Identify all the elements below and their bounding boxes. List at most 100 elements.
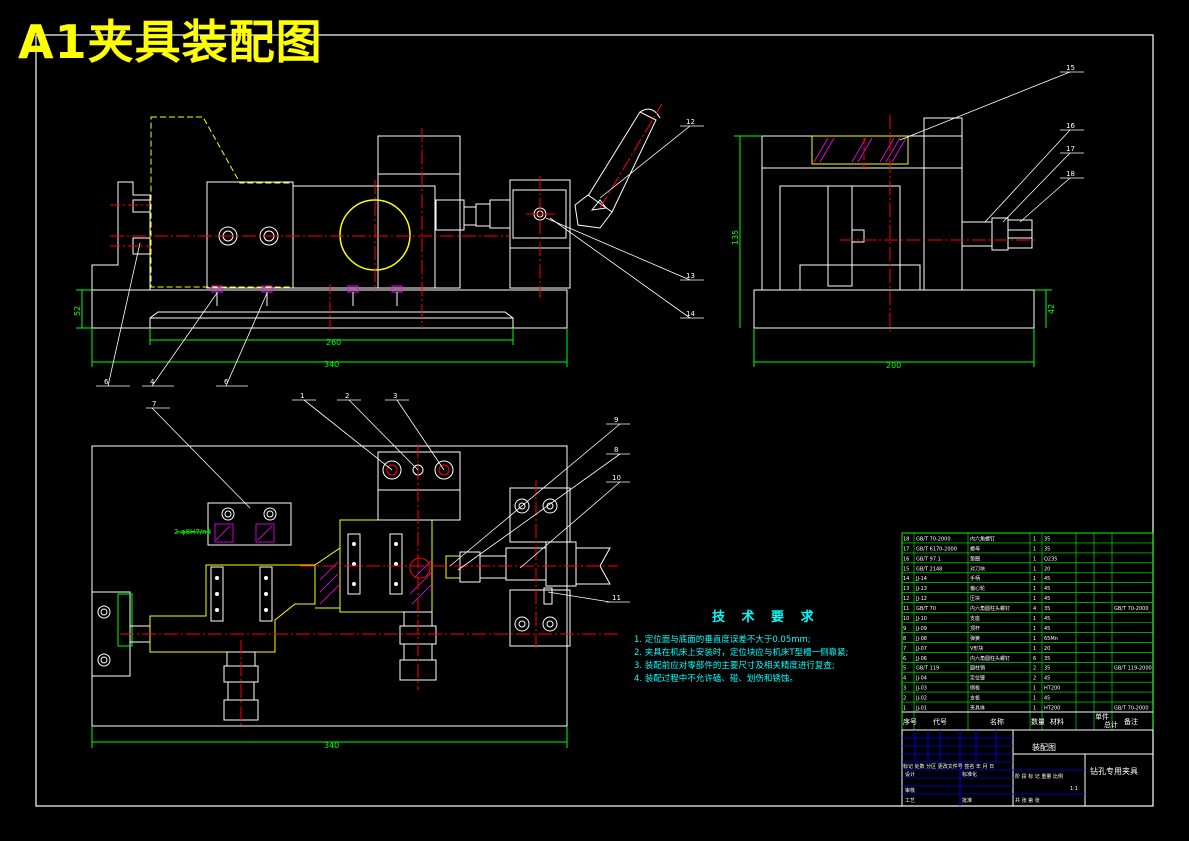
bom-cell-mat: 35 [1044, 606, 1050, 612]
bom-cell-qty: 1 [1033, 696, 1036, 702]
tb-labels-row: 标记 处数 分区 更改文件号 签名 年 月 日 [903, 763, 994, 770]
bom-cell-note: GB/T 70-2000 [1114, 606, 1149, 612]
bom-cell-mat: 20 [1044, 566, 1050, 572]
technical-requirements-list: 1. 定位面与底面的垂直度误差不大于0.05mm; 2. 夹具在机床上安装时，定… [634, 634, 848, 686]
bom-cell-mat: 45 [1044, 616, 1050, 622]
bom-cell-no: 15 [903, 566, 909, 572]
bom-cell-name: 支板 [970, 695, 980, 702]
top-view: 340 2-φ8H7/n6 [91, 444, 618, 750]
bom-cell-no: 1 [903, 706, 906, 712]
balloon-7: 7 [152, 400, 156, 408]
bom-cell-name: 偏心轮 [970, 585, 985, 592]
bom-cell-name: 压块 [970, 595, 980, 602]
bom-cell-mat: 45 [1044, 596, 1050, 602]
tb-stage: 阶 段 标 记 重量 比例 [1015, 773, 1063, 780]
bom-cell-code: JJ-08 [915, 636, 927, 642]
bom-cell-name: 对刀块 [970, 565, 985, 572]
bom-cell-code: GB/T 6170-2000 [916, 546, 957, 552]
dim-side-42: 42 [1047, 304, 1056, 314]
bom-cell-no: 5 [903, 666, 906, 672]
balloon-6a: 6 [104, 378, 109, 386]
bom-cell-code: JJ-06 [915, 656, 927, 662]
bom-cell-no: 12 [903, 596, 909, 602]
bom-cell-qty: 1 [1033, 586, 1036, 592]
bom-header-name: 名称 [990, 717, 1004, 726]
bom-cell-no: 16 [903, 556, 909, 562]
dim-top-340: 340 [324, 741, 339, 750]
bom-cell-note: GB/T 70-2000 [1114, 706, 1149, 712]
bom-cell-code: JJ-07 [915, 646, 927, 652]
balloon-16: 16 [1066, 122, 1075, 130]
bom-header-note: 备注 [1124, 717, 1138, 726]
bom-header-code: 代号 [933, 717, 947, 726]
bom-cell-code: GB/T 97.1 [916, 556, 941, 562]
balloon-12: 12 [686, 118, 695, 126]
balloon-14: 14 [686, 310, 695, 318]
dim-front-height: 52 [73, 306, 82, 316]
page-title: A1夹具装配图 [18, 15, 323, 69]
bom-cell-no: 9 [903, 626, 906, 632]
bom-cell-qty: 2 [1033, 676, 1036, 682]
bom-cell-mat: 20 [1044, 646, 1050, 652]
dim-front-260: 260 [326, 338, 341, 347]
technical-requirements-heading: 技 术 要 求 [712, 610, 820, 625]
balloon-1: 1 [300, 392, 304, 400]
bom-cell-code: JJ-01 [915, 706, 927, 712]
bom-cell-mat: 35 [1044, 666, 1050, 672]
bom-cell-mat: Q235 [1044, 556, 1057, 562]
bom-cell-qty: 1 [1033, 686, 1036, 692]
bom-cell-code: GB/T 70 [916, 606, 936, 612]
dim-side-135: 135 [731, 230, 740, 245]
balloon-9: 9 [614, 416, 618, 424]
bom-cell-code: JJ-14 [915, 576, 927, 582]
bom-cell-code: JJ-04 [915, 676, 927, 682]
bom-cell-code: GB/T 119 [916, 666, 939, 672]
bom-cell-code: JJ-09 [915, 626, 927, 632]
bom-cell-code: GB/T 2148 [916, 566, 942, 572]
tb-scale: 1:1 [1070, 786, 1078, 792]
title-block: 装配图 钻孔专用夹具 标记 处数 分区 更改文件号 签名 年 月 日 设计 标准… [901, 729, 1154, 807]
tech-note: 2. 夹具在机床上安装时，定位块应与机床T型槽一侧靠紧; [634, 648, 849, 658]
bom-header-total: 总计 [1104, 720, 1118, 729]
balloon-10: 10 [612, 474, 621, 482]
tb-standardize: 标准化 [962, 771, 977, 778]
bom-cell-no: 11 [903, 606, 909, 612]
balloon-15: 15 [1066, 64, 1075, 72]
bom-cell-note: GB/T 119-2000 [1114, 666, 1152, 672]
leader-lines [96, 71, 1084, 603]
front-view: 260 340 52 [73, 103, 663, 369]
bom-cell-no: 14 [903, 576, 909, 582]
bom-cell-mat: HT200 [1044, 706, 1060, 712]
bom-cell-mat: 65Mn [1044, 636, 1058, 642]
bom-cell-name: 弹簧 [970, 635, 980, 642]
bom-cell-qty: 1 [1033, 626, 1036, 632]
balloon-17: 17 [1066, 145, 1075, 153]
bom-cell-mat: HT200 [1044, 686, 1060, 692]
bom-cell-name: 内六角圆柱头螺钉 [970, 655, 1010, 662]
bom-cell-qty: 6 [1033, 656, 1036, 662]
tb-checker: 审核 [905, 787, 915, 794]
tb-craft: 工艺 [905, 798, 915, 804]
bom-cell-code: JJ-10 [915, 616, 927, 622]
bom-cell-qty: 1 [1033, 556, 1036, 562]
bom-cell-qty: 1 [1033, 576, 1036, 582]
bom-cell-name: 螺母 [970, 545, 980, 552]
bom-cell-name: 支座 [970, 615, 980, 622]
bom-cell-code: GB/T 70-2000 [916, 536, 951, 542]
bom-cell-name: 定位键 [970, 675, 985, 682]
bom-cell-mat: 45 [1044, 576, 1050, 582]
bom-cell-no: 7 [903, 646, 906, 652]
bom-cell-name: 手柄 [970, 575, 980, 582]
bom-cell-qty: 1 [1033, 616, 1036, 622]
bom-cell-code: JJ-02 [915, 696, 927, 702]
bom-cell-qty: 2 [1033, 666, 1036, 672]
balloon-2: 2 [345, 392, 349, 400]
balloon-6b: 6 [224, 378, 229, 386]
bom-cell-mat: 35 [1044, 546, 1050, 552]
dim-slot-note: 2-φ8H7/n6 [174, 528, 212, 536]
tech-note: 3. 装配前应对零部件的主要尺寸及相关精度进行复查; [634, 661, 835, 671]
bom-header-unit: 单件 [1095, 712, 1109, 721]
sheet-frame [35, 34, 1154, 807]
